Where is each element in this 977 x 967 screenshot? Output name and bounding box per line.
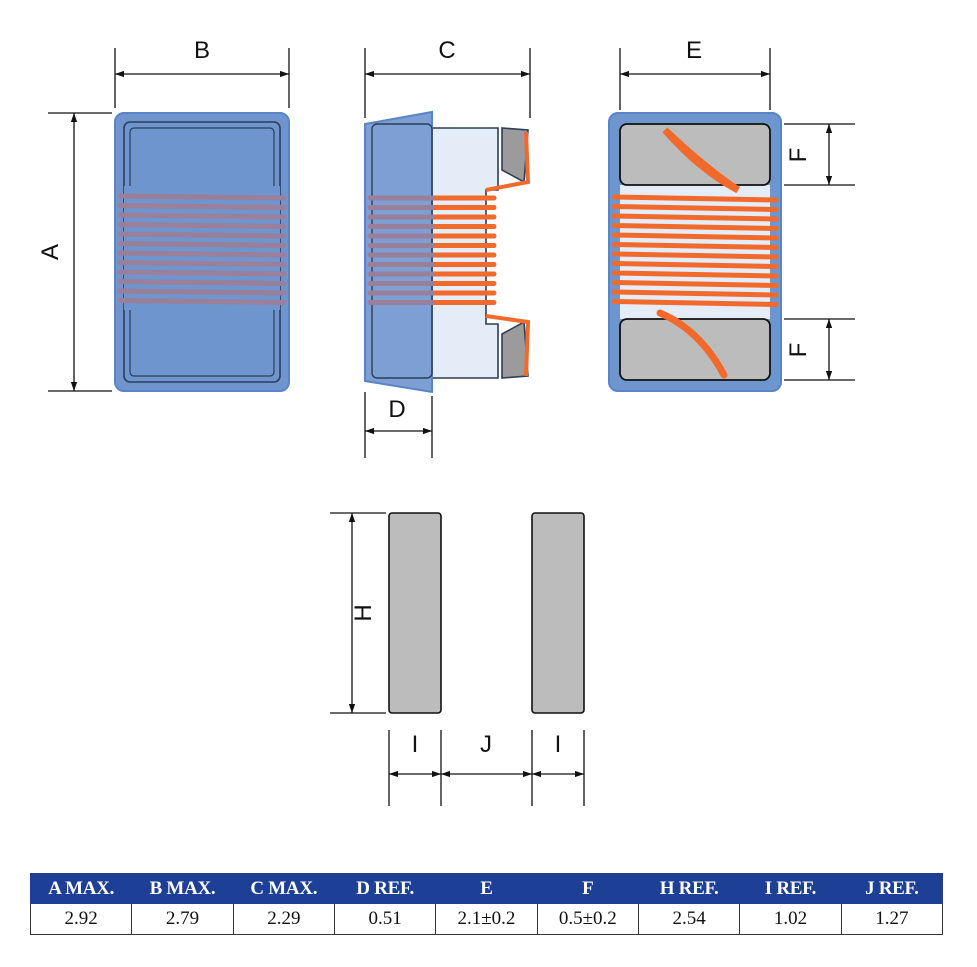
coil-winding bbox=[611, 270, 779, 279]
coil-winding bbox=[117, 298, 287, 305]
table-value-cell: 0.51 bbox=[333, 903, 437, 935]
table-header-cell: I REF. bbox=[739, 873, 842, 904]
right-pad bbox=[531, 512, 585, 714]
coil-winding bbox=[117, 212, 287, 220]
coil-winding bbox=[611, 242, 779, 250]
top-coil-windings bbox=[611, 194, 779, 307]
dimension-table: A MAX. B MAX. C MAX. D REF. E F H REF. I… bbox=[29, 873, 944, 935]
label-a: A bbox=[37, 244, 64, 260]
table-value-cell: 2.79 bbox=[131, 903, 234, 935]
table-header-cell: F bbox=[536, 873, 639, 904]
label-h: H bbox=[350, 604, 377, 621]
coil-winding bbox=[611, 223, 779, 231]
dimension-labels: B A C D E F F H I J I bbox=[37, 37, 812, 758]
table-value-cell: 1.27 bbox=[840, 903, 944, 935]
table-value-cell: 2.54 bbox=[637, 903, 741, 935]
coil-winding bbox=[611, 232, 779, 241]
coil-winding bbox=[117, 288, 287, 296]
coil-winding bbox=[117, 250, 287, 258]
coil-winding bbox=[611, 299, 779, 307]
coil-winding bbox=[611, 204, 779, 212]
coil-winding bbox=[611, 251, 779, 260]
coil-winding bbox=[117, 260, 287, 267]
table-header-cell: B MAX. bbox=[131, 873, 234, 904]
table-header-cell: D REF. bbox=[333, 873, 437, 904]
coil-winding bbox=[611, 213, 779, 222]
label-b: B bbox=[194, 37, 210, 64]
table-header-cell: A MAX. bbox=[29, 873, 133, 904]
table-header-cell: E bbox=[435, 873, 538, 904]
front-view bbox=[114, 112, 290, 392]
table-header-row: A MAX. B MAX. C MAX. D REF. E F H REF. I… bbox=[29, 873, 944, 904]
coil-winding bbox=[611, 261, 779, 269]
label-e: E bbox=[686, 37, 702, 64]
coil-winding bbox=[611, 280, 779, 288]
coil-winding bbox=[117, 279, 287, 286]
coil-winding bbox=[611, 289, 779, 298]
side-view bbox=[364, 110, 531, 394]
label-f-top: F bbox=[785, 148, 812, 163]
label-j: J bbox=[480, 731, 492, 758]
table-header-cell: C MAX. bbox=[232, 873, 335, 904]
inductor-diagram: B A C D E F F H I J I bbox=[37, 37, 855, 806]
table-value-row: 2.92 2.79 2.29 0.51 2.1±0.2 0.5±0.2 2.54… bbox=[29, 903, 944, 935]
table-value-cell: 2.92 bbox=[29, 903, 133, 935]
dimension-lines bbox=[48, 48, 855, 806]
label-f-bottom: F bbox=[785, 343, 812, 358]
coil-winding bbox=[117, 222, 287, 229]
table-value-cell: 1.02 bbox=[739, 903, 842, 935]
label-d: D bbox=[388, 396, 405, 423]
coil-winding bbox=[117, 193, 287, 201]
side-coil-windings-behind-body bbox=[367, 195, 435, 305]
label-i-right: I bbox=[555, 731, 562, 758]
table-value-cell: 2.29 bbox=[232, 903, 335, 935]
table-value-cell: 2.1±0.2 bbox=[435, 903, 538, 935]
label-c: C bbox=[438, 37, 455, 64]
left-pad bbox=[388, 512, 442, 714]
coil-winding bbox=[117, 241, 287, 248]
coil-winding bbox=[117, 231, 287, 239]
side-coil-windings bbox=[429, 195, 497, 305]
coil-winding bbox=[611, 194, 779, 203]
label-i-left: I bbox=[412, 731, 419, 758]
coil-winding bbox=[117, 203, 287, 210]
coil-winding bbox=[117, 269, 287, 277]
top-view bbox=[608, 112, 782, 392]
table-header-cell: J REF. bbox=[840, 873, 944, 904]
front-coil-windings bbox=[117, 193, 287, 305]
pad-layout bbox=[388, 512, 585, 714]
table-header-cell: H REF. bbox=[637, 873, 741, 904]
table-value-cell: 0.5±0.2 bbox=[536, 903, 639, 935]
